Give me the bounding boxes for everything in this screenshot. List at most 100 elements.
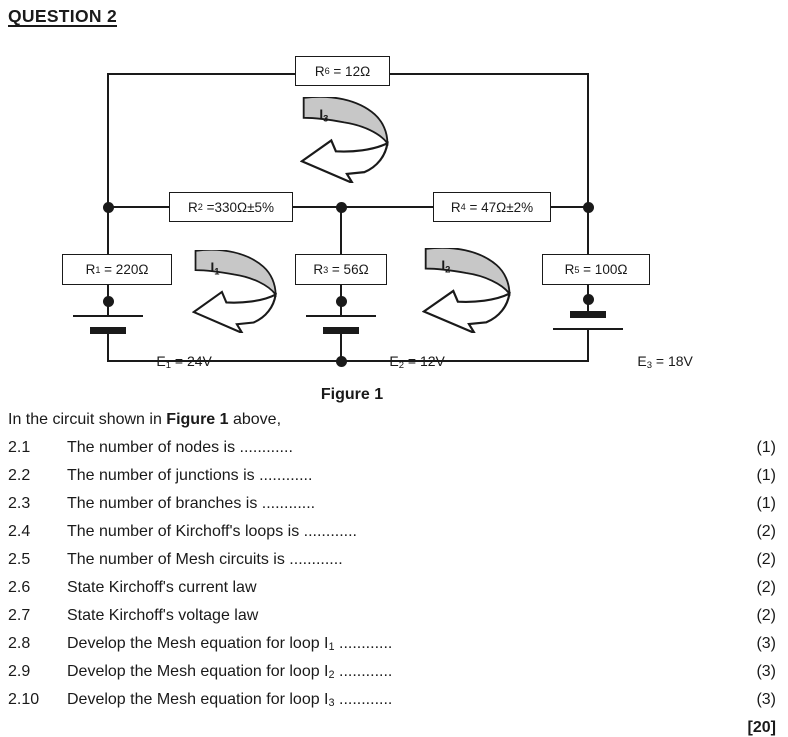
loop-current-label: I2 [441, 258, 450, 275]
question-text: The number of Mesh circuits is .........… [67, 546, 732, 577]
question-text: The number of Kirchoff's loops is ......… [67, 518, 732, 549]
intro-text: In the circuit shown in [8, 411, 167, 428]
question-number: 2.8 [8, 635, 31, 652]
question-list: 2.1 The number of nodes is ............ … [8, 434, 776, 737]
resistor-value: = 220Ω [100, 262, 149, 277]
intro-figure-ref: Figure 1 [166, 411, 229, 428]
question-subscript: 3 [328, 697, 335, 710]
battery-e1-plate-long [73, 315, 143, 317]
question-marks: (2) [756, 607, 776, 624]
question-marks: (2) [756, 523, 776, 540]
loop-arrow-i1: I1 [192, 250, 280, 333]
loop-current-label: I1 [210, 260, 219, 277]
question-text-tail: ............ [334, 691, 393, 708]
question-text-main: State Kirchoff's voltage law [67, 607, 259, 624]
curved-arrow-icon [422, 248, 511, 333]
node-dot [583, 202, 594, 213]
resistor-label: R [564, 262, 575, 277]
question-marks: (1) [756, 439, 776, 456]
question-number: 2.5 [8, 551, 31, 568]
loop-arrow-i2: I2 [422, 248, 514, 333]
node-dot [583, 294, 594, 305]
resistor-value: = 12Ω [329, 63, 371, 79]
curved-arrow-icon [300, 97, 389, 183]
question-text: Develop the Mesh equation for loop I1 ..… [67, 630, 732, 661]
question-marks: (3) [756, 663, 776, 680]
question-row: 2.2 The number of junctions is .........… [8, 462, 776, 490]
question-text-main: Develop the Mesh equation for loop I [67, 663, 329, 680]
question-text-main: The number of branches is ............ [67, 495, 316, 512]
loop-subscript: 2 [445, 264, 451, 276]
question-text-main: Develop the Mesh equation for loop I [67, 691, 329, 708]
loop-arrow-i3: I3 [300, 97, 392, 183]
resistor-label: R [450, 199, 461, 215]
curved-arrow-icon [192, 250, 277, 333]
question-text-tail: ............ [334, 635, 393, 652]
question-number: 2.10 [8, 691, 40, 708]
loop-subscript: 3 [323, 113, 329, 125]
source-label-e2: E2 = 12V [366, 337, 445, 387]
question-row: 2.4 The number of Kirchoff's loops is ..… [8, 518, 776, 546]
resistor-value: = 56Ω [328, 262, 369, 277]
wire-middle-row [107, 206, 589, 208]
wire-bottom [107, 360, 589, 362]
question-row: 2.1 The number of nodes is ............ … [8, 434, 776, 462]
source-name: E [156, 353, 166, 369]
battery-e2-plate-long [306, 315, 376, 317]
question-subscript: 1 [328, 641, 335, 654]
intro-line: In the circuit shown in Figure 1 above, [8, 406, 281, 434]
source-label-e1: E1 = 24V [133, 337, 212, 387]
source-name: E [637, 353, 647, 369]
question-number: 2.9 [8, 663, 31, 680]
resistor-subscript: 3 [323, 264, 329, 275]
question-number: 2.2 [8, 467, 31, 484]
question-row: 2.3 The number of branches is ..........… [8, 490, 776, 518]
question-row: 2.9 Develop the Mesh equation for loop I… [8, 658, 776, 686]
resistor-subscript: 2 [197, 202, 203, 212]
figure-caption: Figure 1 [320, 386, 384, 403]
resistor-label: R [85, 262, 96, 277]
resistor-label: R [313, 262, 324, 277]
battery-e2-plate-short [323, 327, 359, 334]
source-subscript: 1 [165, 360, 171, 372]
node-dot [103, 296, 114, 307]
question-text: State Kirchoff's current law [67, 574, 732, 605]
loop-name: I [210, 259, 215, 275]
question-subscript: 2 [328, 669, 335, 682]
question-row: 2.10 Develop the Mesh equation for loop … [8, 686, 776, 714]
wire-middle-vertical-lower [340, 334, 342, 361]
question-text-tail: ............ [334, 663, 393, 680]
wire-right-vertical [587, 73, 589, 311]
question-text: The number of junctions is ............ [67, 462, 732, 493]
node-dot [336, 202, 347, 213]
question-marks: (3) [756, 635, 776, 652]
question-number: 2.6 [8, 579, 31, 596]
wire-right-vertical-lower [587, 330, 589, 361]
total-row: [20] [8, 714, 776, 737]
question-row: 2.8 Develop the Mesh equation for loop I… [8, 630, 776, 658]
question-text-main: The number of nodes is ............ [67, 439, 293, 456]
question-text: The number of nodes is ............ [67, 434, 732, 465]
source-subscript: 2 [398, 360, 404, 372]
question-text: Develop the Mesh equation for loop I2 ..… [67, 658, 732, 689]
resistor-subscript: 5 [574, 264, 580, 275]
node-dot [103, 202, 114, 213]
resistor-label: R [187, 199, 198, 215]
resistor-subscript: 4 [460, 202, 466, 212]
question-number: 2.3 [8, 495, 31, 512]
intro-text: above, [228, 411, 282, 428]
loop-name: I [319, 107, 324, 123]
question-text-main: The number of Kirchoff's loops is ......… [67, 523, 357, 540]
source-value: = 12V [403, 353, 445, 369]
wire-left-vertical-lower [107, 334, 109, 361]
question-row: 2.7 State Kirchoff's voltage law (2) [8, 602, 776, 630]
source-value: = 18V [651, 353, 693, 369]
wire-left-vertical [107, 73, 109, 316]
battery-e3-plate-short [570, 311, 606, 318]
source-subscript: 3 [646, 360, 652, 372]
question-text-main: State Kirchoff's current law [67, 579, 257, 596]
